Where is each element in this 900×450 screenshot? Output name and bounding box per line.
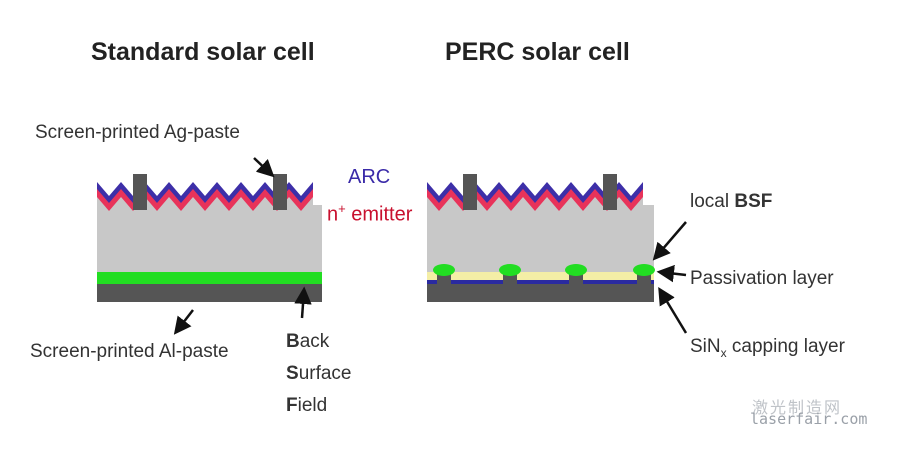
- bsf-initial-b: B: [286, 331, 300, 352]
- perc-ag-finger-1: [463, 174, 477, 210]
- bsf-rest-back: ack: [299, 331, 330, 352]
- local-bsf-prefix: local: [690, 191, 735, 212]
- bsf-rest-field: ield: [297, 395, 328, 416]
- sinx-rest: capping layer: [726, 336, 845, 357]
- sinx-capping-label: SiNx capping layer: [690, 336, 845, 360]
- perc-local-bsf-2: [499, 264, 521, 276]
- perc-ag-finger-2: [603, 174, 617, 210]
- local-bsf-bold: BSF: [734, 191, 773, 212]
- emitter-label: n+ emitter: [327, 201, 412, 227]
- passivation-layer-label: Passivation layer: [690, 268, 834, 289]
- bsf-initial-f: F: [286, 395, 298, 416]
- standard-bsf-layer: [97, 272, 322, 284]
- ag-paste-arrow: [253, 157, 275, 178]
- al-paste-arrow: [173, 309, 194, 335]
- perc-capping-layer: [427, 280, 654, 284]
- sinx-main: SiN: [690, 336, 721, 357]
- bsf-rest-surface: urface: [298, 363, 352, 384]
- emitter-word: emitter: [345, 203, 413, 226]
- sinx-sub: x: [720, 345, 727, 360]
- capping-arrow: [658, 287, 688, 334]
- arc-label: ARC: [348, 166, 391, 188]
- perc-passivation-layer: [427, 272, 654, 280]
- standard-ag-finger-1: [133, 174, 147, 210]
- perc-local-bsf-1: [433, 264, 455, 276]
- emitter-plus: +: [338, 201, 346, 216]
- passivation-arrow: [656, 264, 687, 283]
- bsf-line-field: Field: [286, 390, 352, 422]
- bsf-line-back: Back: [286, 326, 352, 358]
- emitter-n: n: [327, 203, 339, 226]
- local-bsf-label: local BSF: [690, 191, 772, 213]
- local-bsf-arrow: [652, 221, 687, 261]
- perc-local-bsf-4: [633, 264, 655, 276]
- standard-ag-finger-2: [273, 174, 287, 210]
- bsf-arrow: [294, 286, 312, 319]
- ag-paste-label: Screen-printed Ag-paste: [35, 122, 240, 143]
- standard-al-contact: [97, 284, 322, 302]
- bsf-initial-s: S: [286, 363, 299, 384]
- back-surface-field-label: Back Surface Field: [286, 326, 352, 422]
- al-paste-label: Screen-printed Al-paste: [30, 341, 229, 362]
- perc-local-bsf-3: [565, 264, 587, 276]
- perc-al-contact: [427, 284, 654, 302]
- perc-cell-title: PERC solar cell: [445, 38, 630, 66]
- watermark-cn: 激光制造网: [752, 400, 843, 417]
- bsf-line-surface: Surface: [286, 358, 352, 390]
- watermark-text: laserfair.com: [750, 410, 868, 428]
- standard-cell-title: Standard solar cell: [91, 38, 315, 66]
